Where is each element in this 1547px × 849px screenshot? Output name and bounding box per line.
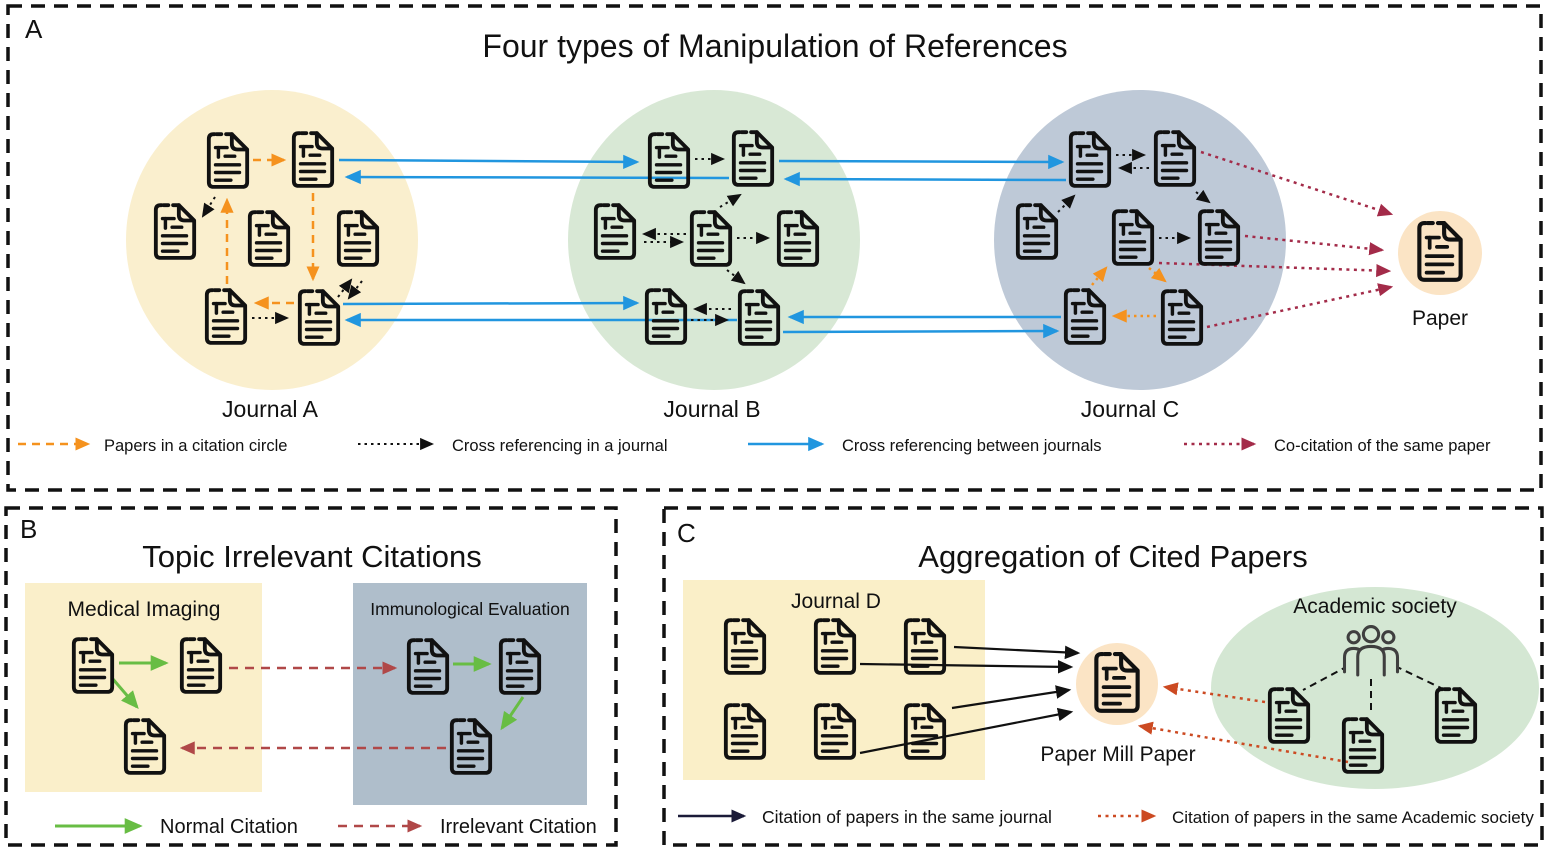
journal-a-label: Journal A xyxy=(222,396,319,422)
cited-paper-label: Paper xyxy=(1412,307,1468,330)
same-society-citation-arrows xyxy=(1137,682,1349,764)
journal-a-region xyxy=(126,90,418,390)
cross-journal-arrows xyxy=(338,154,1067,339)
legend-label-cross-ref-journal: Cross referencing in a journal xyxy=(452,437,668,455)
academic-society-label: Academic society xyxy=(1293,595,1457,618)
panel-a: A Four types of Manipulation of Referenc… xyxy=(6,4,1543,492)
legend-label-cross-ref-between: Cross referencing between journals xyxy=(842,437,1102,455)
panel-b-legend: Normal Citation Irrelevant Citation xyxy=(55,816,597,838)
panel-a-letter: A xyxy=(25,14,43,44)
panel-c-letter: C xyxy=(677,518,696,548)
journal-b-label: Journal B xyxy=(663,396,760,422)
normal-citation-arrows xyxy=(110,655,525,731)
panel-b-title: Topic Irrelevant Citations xyxy=(142,539,481,574)
journal-c-region xyxy=(994,90,1286,390)
panel-b-border xyxy=(4,506,618,847)
legend-label-irrelevant-citation: Irrelevant Citation xyxy=(440,816,597,838)
medical-imaging-label: Medical Imaging xyxy=(68,598,221,621)
journal-b-region xyxy=(568,90,860,390)
paper-mill-label: Paper Mill Paper xyxy=(1040,743,1195,766)
legend-label-co-citation: Co-citation of the same paper xyxy=(1274,437,1491,455)
immunological-label: Immunological Evaluation xyxy=(370,599,569,619)
panel-c-title: Aggregation of Cited Papers xyxy=(918,539,1307,574)
legend-label-same-society: Citation of papers in the same Academic … xyxy=(1172,808,1534,827)
society-member-links xyxy=(1302,665,1442,712)
in-journal-arrows xyxy=(201,148,1211,327)
panel-c-border xyxy=(662,506,1544,847)
journal-c-label: Journal C xyxy=(1081,396,1179,422)
journal-d-label: Journal D xyxy=(791,590,881,613)
co-citation-arrows xyxy=(1158,150,1394,329)
panel-b-letter: B xyxy=(20,514,37,544)
journal-d-region xyxy=(683,580,985,780)
irrelevant-citation-arrows xyxy=(179,661,446,755)
panel-a-legend: Papers in a citation circle Cross refere… xyxy=(18,436,1491,455)
panel-a-title: Four types of Manipulation of References xyxy=(482,28,1067,64)
legend-label-same-journal: Citation of papers in the same journal xyxy=(762,807,1052,827)
panel-c-legend: Citation of papers in the same journal C… xyxy=(678,807,1534,827)
legend-label-citation-circle: Papers in a citation circle xyxy=(104,437,287,455)
same-journal-citation-arrows xyxy=(859,645,1081,755)
citation-circle-arrows xyxy=(220,153,320,310)
panel-b: B Topic Irrelevant Citations Medical Ima… xyxy=(4,506,618,847)
people-group-icon xyxy=(1342,624,1400,677)
panel-c: C Aggregation of Cited Papers Journal D … xyxy=(662,506,1544,847)
panel-a-border xyxy=(6,4,1543,492)
journal-c-citation-circle-arrows xyxy=(1091,266,1167,323)
immunological-region xyxy=(353,583,587,805)
legend-label-normal-citation: Normal Citation xyxy=(160,816,298,838)
academic-society-region xyxy=(1211,587,1539,789)
